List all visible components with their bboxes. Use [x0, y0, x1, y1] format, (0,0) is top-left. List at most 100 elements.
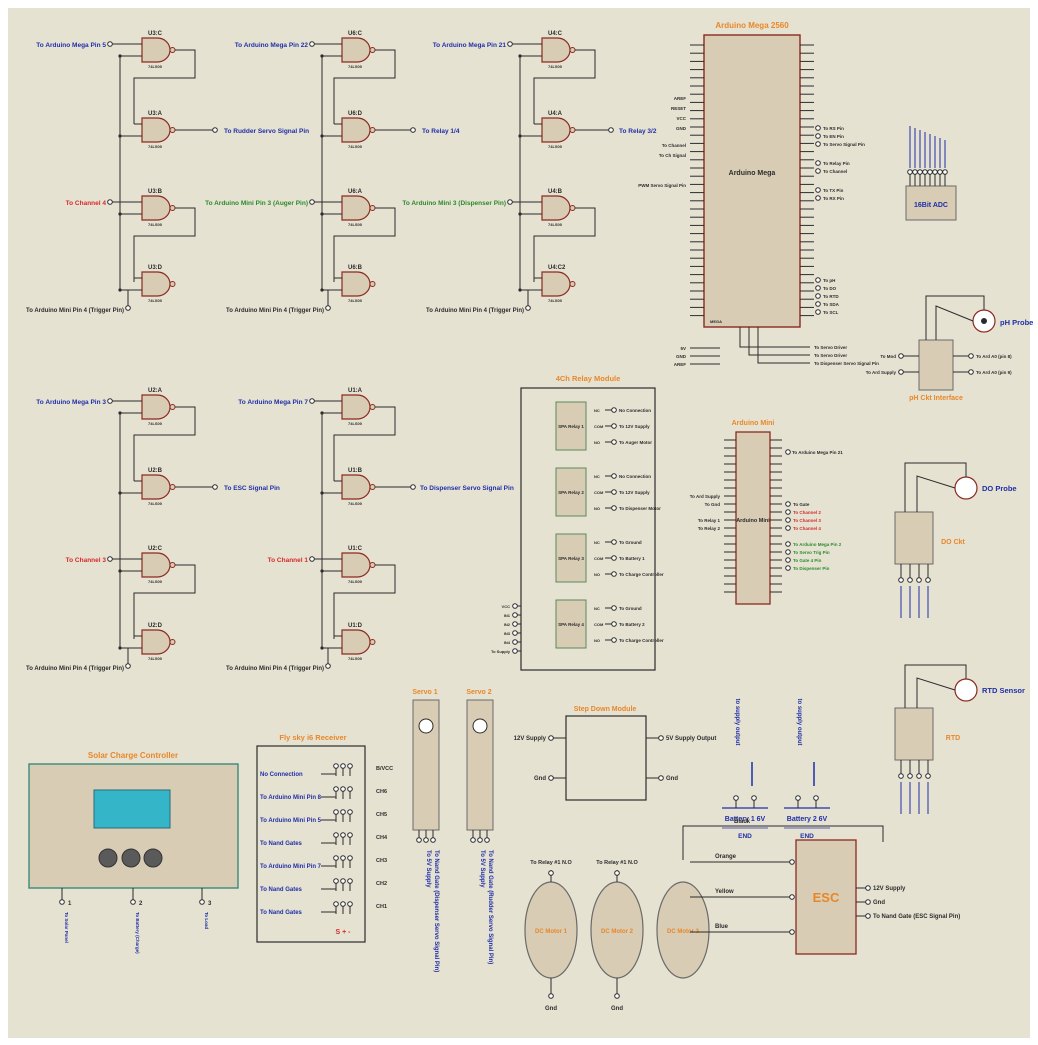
nand-part: 74LS00 [548, 64, 563, 69]
mega-right-pin-label: To Relay Pin [823, 161, 850, 166]
trigger-terminal [125, 305, 131, 311]
solar-button-icon [98, 848, 118, 868]
mini-right-label: To Channel 2 [793, 510, 821, 515]
mega-bottom-wire [757, 327, 810, 364]
nand-bubble [569, 47, 576, 53]
stepdown-out-terminal [658, 775, 664, 781]
servo-pin-terminal [416, 837, 422, 843]
stepdown-out-terminal [658, 735, 664, 741]
receiver-channel-label: CH6 [376, 789, 387, 795]
adc-terminal [922, 169, 928, 175]
relay-input-label: IN4 [504, 640, 511, 645]
relay-contact-label: No Connection [619, 474, 651, 479]
relay-contact-terminal [611, 407, 617, 413]
stepdown-in-terminal [548, 775, 554, 781]
nand-gate-id: U3:A [148, 111, 163, 117]
nand-gate-body [541, 117, 571, 143]
solar-title: Solar Charge Controller [88, 751, 178, 760]
mega-left-pin-label: To Ch Signal [659, 153, 686, 158]
mega-right-terminal [815, 301, 821, 307]
nand-gate-body [141, 394, 171, 420]
mega-right-pin-label: To Servo Signal Pin [823, 142, 865, 147]
relay-contact-label: To 12V Supply [619, 424, 650, 429]
esc-wire-label: Blue [715, 924, 729, 930]
feedback-wire [333, 207, 396, 282]
mini-right-label: To Channel 4 [793, 526, 821, 531]
nand-gate-id: U4:C [548, 31, 563, 37]
servo-pin-terminal [430, 837, 436, 843]
mega-right-terminal [815, 160, 821, 166]
gate-input-label: To Arduino Mega Pin 22 [235, 42, 309, 49]
relay-channel-label: SPA Relay 2 [558, 490, 584, 495]
nand-gate-body [141, 474, 171, 500]
nand-gate-body [341, 37, 371, 63]
nand-gate-body [341, 474, 371, 500]
mega-right-terminal [815, 125, 821, 131]
do-probe-icon [954, 476, 978, 500]
servo-horn-icon [472, 718, 488, 734]
esc-wire-label: Yellow [715, 889, 734, 895]
dc-motor-top-label: To Relay #1 N.O [530, 860, 572, 866]
mega-bottom-wire [739, 327, 810, 348]
receiver-frame [256, 745, 366, 943]
adc-group: 16Bit ADC [905, 126, 957, 221]
servo-pin-terminal [484, 837, 490, 843]
gate-input-label: To Arduino Mega Pin 5 [36, 42, 106, 49]
ph-probe-wire-2 [935, 305, 974, 340]
nand-gate-body [341, 552, 371, 578]
rtd-pin-terminal [916, 773, 922, 779]
esc-body [795, 839, 857, 955]
junction-dot [518, 54, 522, 58]
receiver-pin-terminal [333, 878, 339, 884]
trigger-terminal [325, 305, 331, 311]
relay-contact-name: NO [594, 440, 600, 445]
nand-bubble [569, 205, 576, 211]
mega-right-terminal [815, 195, 821, 201]
stepdown-in-label: 12V Supply [514, 736, 547, 742]
do-probe-label: DO Probe [982, 484, 1017, 493]
stepdown-in-label: Gnd [534, 776, 546, 782]
ph-probe-label: pH Probe [1000, 318, 1033, 327]
input-terminal [107, 41, 113, 47]
nand-gate-body [141, 629, 171, 655]
nand-gate-body [541, 271, 571, 297]
mini-title: Arduino Mini [732, 420, 775, 427]
nand-part: 74LS00 [148, 298, 163, 303]
nand-gate-id: U6:A [348, 189, 363, 195]
nand-part: 74LS00 [348, 579, 363, 584]
relay-contact-label: To Battery 2 [619, 622, 645, 627]
mega-bottom-pin-label: To Servo Driver [814, 353, 847, 358]
nand-gate-body [141, 117, 171, 143]
servo-pin-terminal [423, 837, 429, 843]
esc-output-label: To Nand Gate (ESC Signal Pin) [873, 914, 960, 920]
nand-part: 74LS00 [348, 298, 363, 303]
esc-output-label: 12V Supply [873, 886, 906, 892]
esc-wire-label: Black [734, 819, 751, 825]
relay-module-title: 4Ch Relay Module [556, 374, 621, 383]
nand-gate-id: U2:A [148, 388, 163, 394]
ph-right-terminal [968, 369, 974, 375]
adc-terminal [912, 169, 918, 175]
mini-right-label: To Arduino Mega Pin 2 [793, 542, 842, 547]
receiver-pin-terminal [347, 901, 353, 907]
nand-gate-body [141, 271, 171, 297]
servo-group: Servo 1To Nand Gate (Dispenser Servo Sig… [412, 689, 494, 972]
junction-dot [320, 212, 324, 216]
receiver-row-label: No Connection [260, 772, 303, 778]
dc-motor-name: DC Motor 1 [535, 929, 568, 935]
ph-interface-body [918, 339, 954, 391]
receiver-pin-terminal [347, 855, 353, 861]
nand-part: 74LS00 [548, 222, 563, 227]
relay-contact-name: COM [594, 490, 604, 495]
nand-gate-id: U3:C [148, 31, 163, 37]
receiver-pin-terminal [340, 901, 346, 907]
esc-output-label: Gnd [873, 900, 885, 906]
adc-terminal [937, 169, 943, 175]
receiver-row-label: To Nand Gates [260, 887, 303, 893]
relay-input-terminal [512, 603, 518, 609]
junction-dot [118, 411, 122, 415]
